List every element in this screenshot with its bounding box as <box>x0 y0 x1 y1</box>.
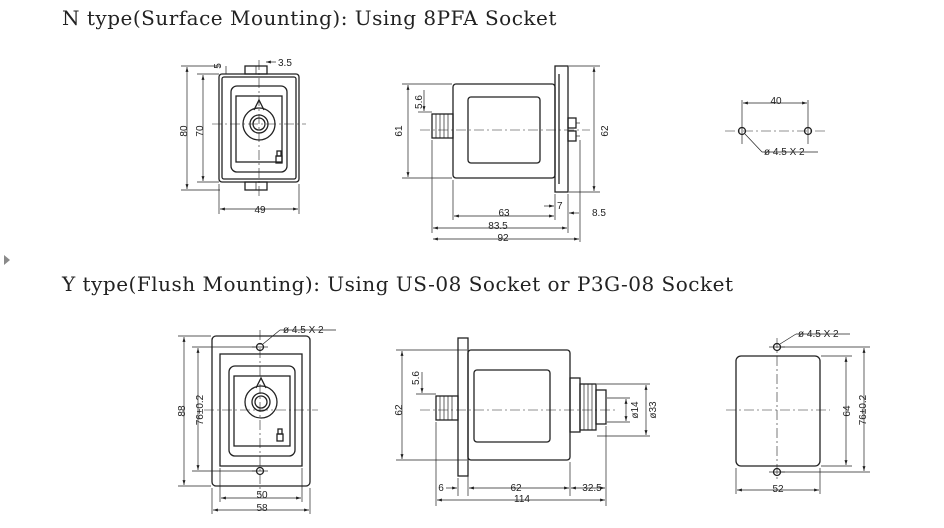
n-front-top-small: 5 <box>213 63 224 69</box>
y-side-len-socket: 32.5 <box>582 483 602 494</box>
y-type-panel-cutout: ø 4.5 X 2 64 76±0.2 52 <box>726 329 870 495</box>
y-side-dia-outer: ø33 <box>648 401 659 419</box>
n-type-front-view: 80 70 49 5 3.5 <box>179 58 306 216</box>
y-side-len-flange: 6 <box>438 483 444 494</box>
y-side-dia-inner: ø14 <box>630 401 641 419</box>
n-type-section-title: N type(Surface Mounting): Using 8PFA Soc… <box>62 6 557 30</box>
y-cutout-hole-spec: ø 4.5 X 2 <box>798 329 839 340</box>
y-front-height-inner: 76±0.2 <box>195 394 206 425</box>
y-side-len-total: 114 <box>514 494 530 505</box>
y-cutout-height-tol: 76±0.2 <box>858 394 869 425</box>
collapse-arrow-icon[interactable] <box>4 255 10 265</box>
y-front-width-inner: 50 <box>256 490 268 501</box>
n-side-len-socket: 8.5 <box>592 208 606 219</box>
n-type-hole-pattern: 40 ø 4.5 X 2 <box>725 96 827 158</box>
y-side-len-body: 62 <box>510 483 522 494</box>
n-side-len-total: 92 <box>497 233 509 244</box>
y-type-section-title: Y type(Flush Mounting): Using US-08 Sock… <box>62 272 734 296</box>
y-cutout-height: 64 <box>842 405 853 417</box>
n-front-height-outer: 80 <box>179 125 190 137</box>
y-type-front-view: ø 4.5 X 2 88 76±0.2 50 58 <box>177 325 336 514</box>
n-side-len-mid: 83.5 <box>488 221 508 232</box>
n-side-height-right: 62 <box>600 125 611 137</box>
n-front-top-offset: 3.5 <box>278 58 292 69</box>
n-front-width: 49 <box>254 205 266 216</box>
n-hole-spec: ø 4.5 X 2 <box>764 147 805 158</box>
n-side-len-body: 63 <box>498 208 510 219</box>
y-side-height: 62 <box>394 404 405 416</box>
n-side-pin-offset: 5.6 <box>414 95 425 109</box>
n-side-height-left: 61 <box>394 125 405 137</box>
n-hole-pitch: 40 <box>770 96 782 107</box>
n-front-height-inner: 70 <box>195 125 206 137</box>
y-type-side-view: 5.6 62 ø14 ø33 6 62 32.5 114 <box>394 337 659 506</box>
y-side-pin-offset: 5.6 <box>411 371 422 385</box>
y-cutout-width: 52 <box>772 484 784 495</box>
n-side-len-gap: 7 <box>557 201 563 212</box>
n-type-side-view: 5.6 61 62 63 83.5 92 7 8.5 <box>394 65 611 244</box>
y-front-width-outer: 58 <box>256 503 268 514</box>
y-front-hole-spec: ø 4.5 X 2 <box>283 325 324 336</box>
y-front-height-outer: 88 <box>177 405 188 417</box>
